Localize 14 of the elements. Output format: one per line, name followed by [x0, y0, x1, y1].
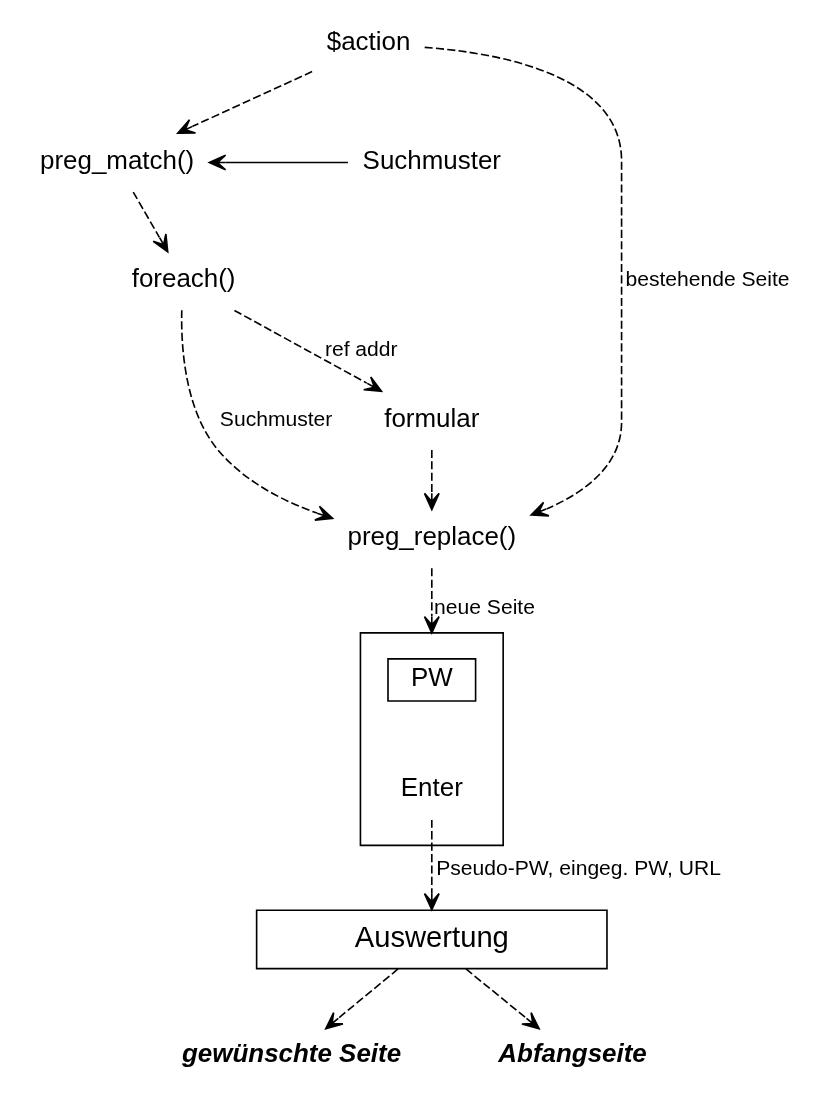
- node-text: gewünschte Seite: [182, 1039, 402, 1068]
- node-text: formular: [384, 403, 480, 432]
- node-text: $action: [326, 27, 411, 56]
- edge-label: bestehende Seite: [625, 267, 790, 291]
- node-text: Abfangseite: [498, 1039, 647, 1068]
- edge-label: Suchmuster: [219, 406, 333, 430]
- node-text: preg_match(): [40, 145, 195, 174]
- edge-label: ref addr: [324, 337, 398, 361]
- node-text: Enter: [400, 773, 463, 802]
- node-text: preg_replace(): [347, 522, 517, 550]
- edge-label: neue Seite: [434, 595, 535, 619]
- node-text: Suchmuster: [362, 145, 501, 174]
- edge-label: Pseudo-PW, eingeg. PW, URL: [436, 856, 721, 880]
- node-text: foreach(): [131, 264, 236, 293]
